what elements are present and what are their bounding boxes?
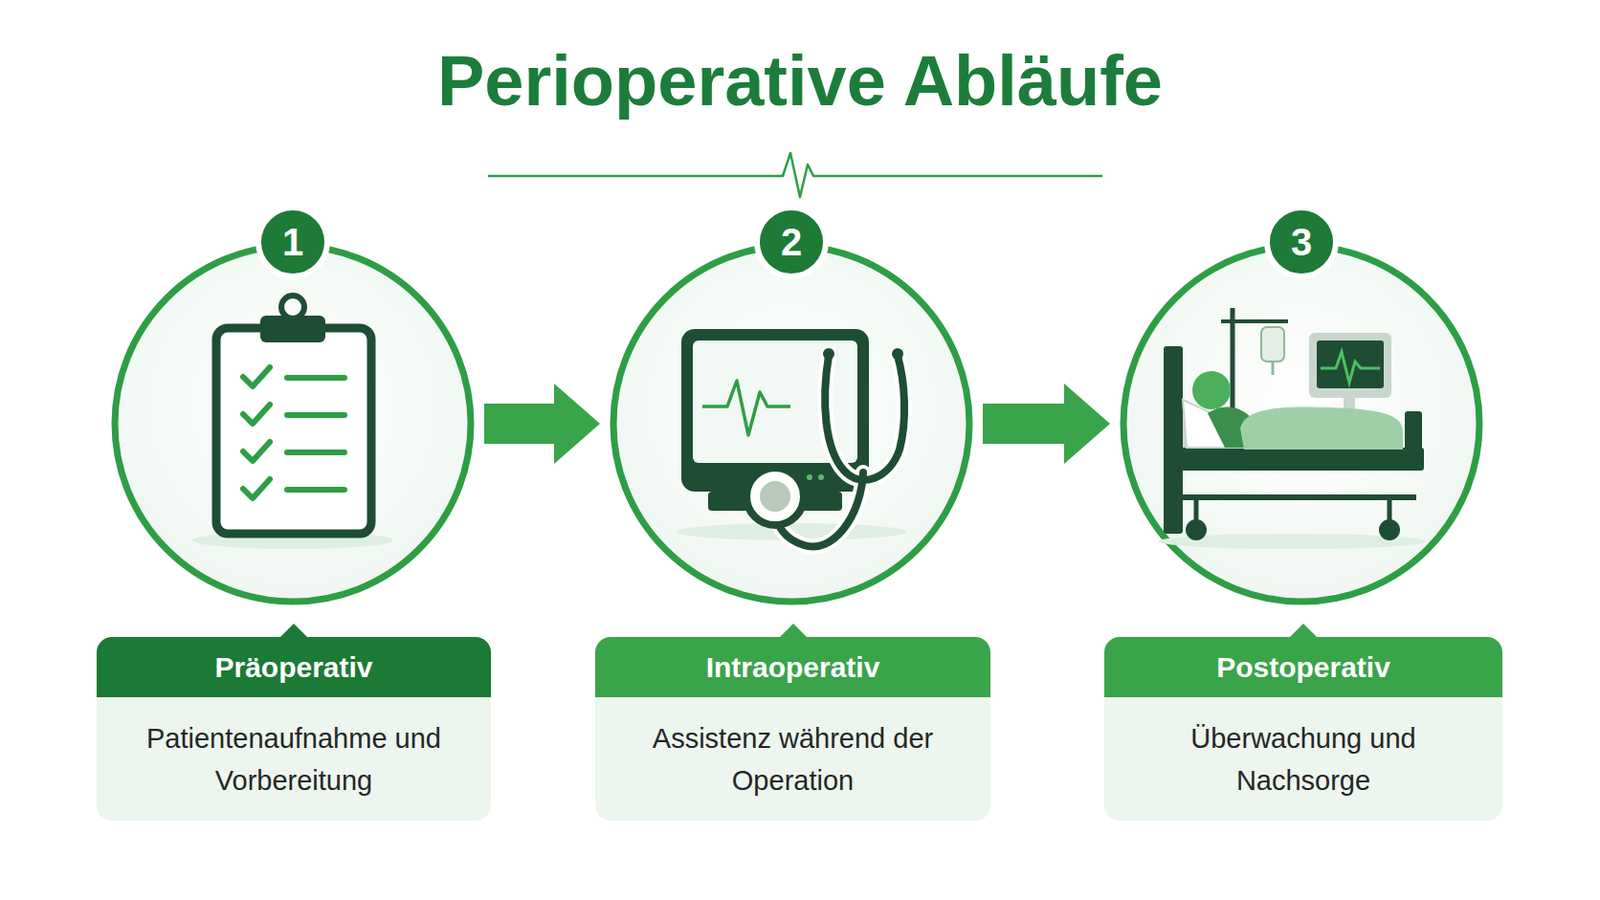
- step-number: 2: [780, 221, 802, 265]
- step-circle: 3: [1117, 240, 1486, 608]
- phase-box: PostoperativÜberwachung und Nachsorge: [1104, 637, 1503, 822]
- clipboard-icon: [192, 295, 394, 550]
- phase-heading: Postoperativ: [1216, 651, 1391, 685]
- phase-heading: Intraoperativ: [706, 651, 881, 685]
- pointer-tab: [1289, 623, 1317, 638]
- heartbeat-line: [488, 153, 1103, 198]
- phase-description: Patientenaufnahme und Vorbereitung: [140, 717, 447, 802]
- phase-description: Assistenz während der Operation: [640, 717, 947, 802]
- phase-heading: Präoperativ: [214, 651, 373, 685]
- step-circle: 1: [109, 240, 477, 608]
- step-circle-shape: [613, 245, 970, 602]
- circle-outline: [109, 240, 477, 608]
- box-body: Überwachung und Nachsorge: [1104, 697, 1503, 822]
- box-header: Postoperativ: [1104, 637, 1503, 698]
- phase-description: Überwachung und Nachsorge: [1150, 717, 1457, 802]
- flow-arrow: [484, 383, 600, 465]
- step-circle-shape: [114, 245, 471, 602]
- flow-arrow: [982, 383, 1111, 465]
- step-circle: 2: [607, 240, 976, 608]
- pointer-tab: [779, 623, 807, 638]
- step-number-badge: 3: [1264, 204, 1339, 280]
- phase-box: IntraoperativAssistenz während der Opera…: [595, 637, 991, 822]
- step-circle-shape: [1123, 245, 1480, 602]
- pointer-tab: [280, 623, 308, 638]
- step-number-badge: 2: [754, 204, 829, 280]
- box-body: Patientenaufnahme und Vorbereitung: [96, 697, 491, 822]
- circle-outline: [607, 240, 976, 608]
- monitor-stethoscope-icon: [676, 329, 907, 548]
- circle-outline: [1117, 240, 1486, 608]
- hospital-bed-icon: [1157, 308, 1426, 550]
- step-number: 1: [282, 221, 304, 265]
- phase-box: PräoperativPatientenaufnahme und Vorbere…: [96, 637, 491, 822]
- title: Perioperative Abläufe: [0, 40, 1600, 122]
- box-header: Intraoperativ: [595, 637, 991, 698]
- box-header: Präoperativ: [96, 637, 491, 698]
- step-number: 3: [1290, 221, 1312, 265]
- step-number-badge: 1: [255, 204, 331, 280]
- box-body: Assistenz während der Operation: [595, 697, 991, 822]
